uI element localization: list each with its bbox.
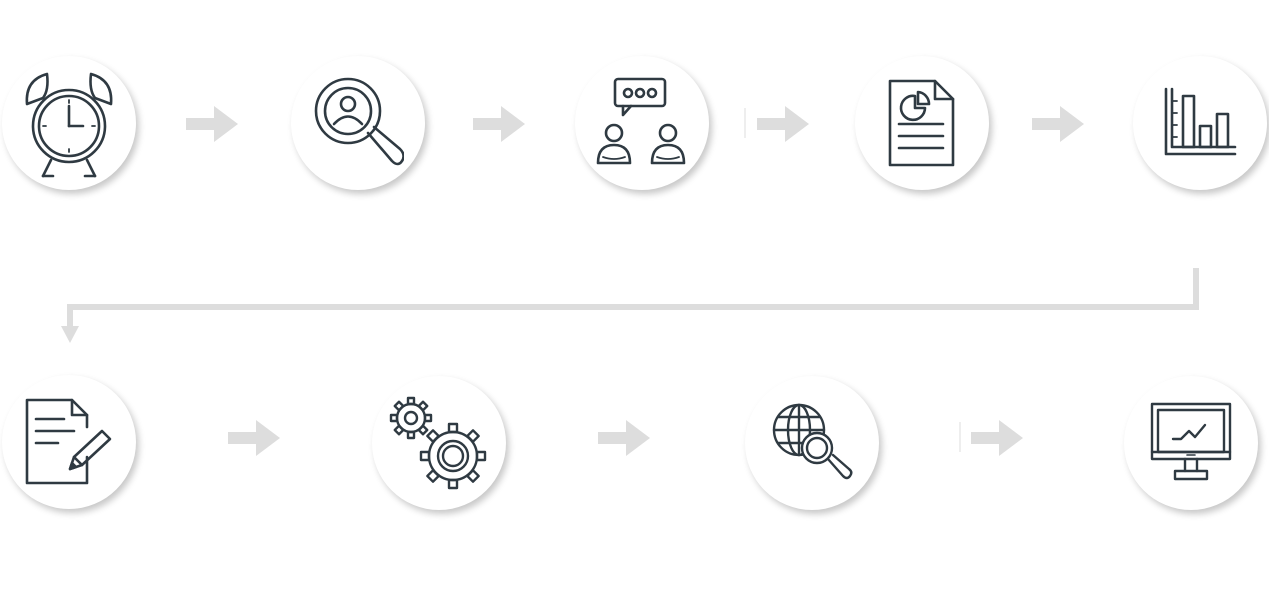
gears-icon: [389, 396, 487, 490]
monitor-analytics-icon: [1150, 402, 1232, 481]
step-discussion: [575, 56, 709, 190]
arrow-tick: [959, 422, 961, 452]
step-global-search: [745, 376, 879, 510]
step-user-search: [291, 56, 425, 190]
arrow-tick: [744, 108, 746, 138]
step-edit-document: [2, 375, 136, 509]
report-document-icon: [888, 79, 955, 167]
arrow-4: [1032, 106, 1084, 142]
arrow-5: [228, 420, 280, 456]
arrow-3: [757, 106, 809, 142]
user-search-icon: [314, 77, 404, 166]
global-search-icon: [772, 403, 853, 480]
alarm-clock-icon: [25, 72, 113, 178]
step-report-document: [855, 56, 989, 190]
arrow-7: [971, 420, 1023, 456]
discussion-icon: [596, 77, 686, 165]
step-bar-chart: [1133, 56, 1267, 190]
arrow-1: [186, 106, 238, 142]
step-monitor-analytics: [1124, 376, 1258, 510]
arrow-2: [473, 106, 525, 142]
step-gears: [372, 376, 506, 510]
bar-chart-icon: [1164, 87, 1237, 156]
arrow-6: [598, 420, 650, 456]
step-alarm-clock: [2, 56, 136, 190]
edit-document-icon: [25, 398, 112, 485]
